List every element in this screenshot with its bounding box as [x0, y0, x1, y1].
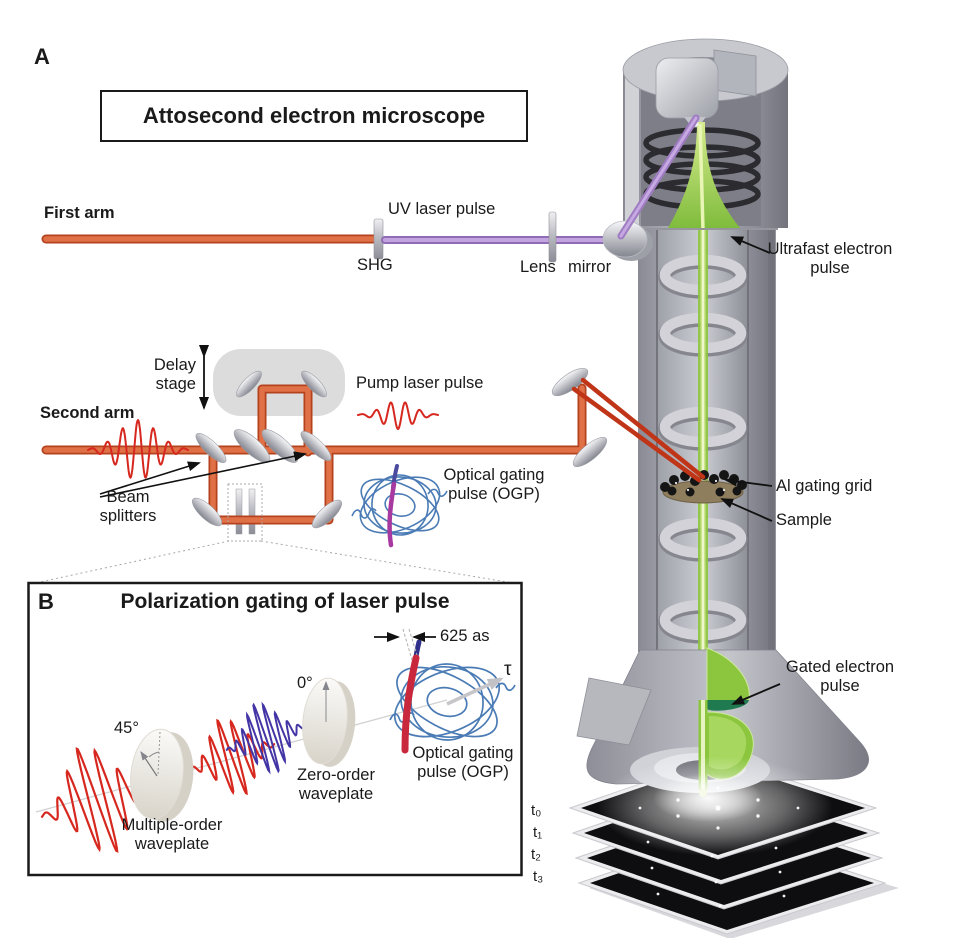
- diffraction-spots: [638, 786, 800, 908]
- lens-label: Lens: [520, 258, 556, 276]
- second-arm-pulse: [87, 419, 189, 479]
- panel-b-border: [27, 581, 523, 877]
- time-label-t0: t₀: [531, 802, 542, 819]
- panel-b-label: B: [38, 589, 54, 614]
- time-label-t2: t₂: [531, 846, 541, 863]
- tau-axis-arrow: [446, 677, 504, 706]
- gated-electron-pulse-label: Gated electron pulse: [785, 658, 895, 696]
- pump-routing: [551, 367, 706, 483]
- housing-notch: [713, 49, 757, 97]
- gate-line-a: [387, 481, 397, 548]
- time-label-t3: t₃: [533, 868, 544, 885]
- split-pulse-blue: [225, 701, 307, 775]
- uv-laser-pulse-label: UV laser pulse: [388, 200, 496, 218]
- laser-pulses-a: [87, 401, 439, 479]
- multiple-order-waveplate-disc: [130, 728, 194, 822]
- second-arm-optics: [30, 345, 592, 585]
- ogp-label-a: Optical gating pulse (OGP): [443, 466, 545, 504]
- angle-0-label: 0°: [297, 674, 313, 692]
- gate-width-label: 625 as: [440, 627, 490, 645]
- delay-stage-block: [213, 349, 345, 416]
- first-arm-optics: [41, 114, 700, 263]
- beam-splitter-optics: [192, 370, 342, 529]
- callout-arrows: [720, 236, 781, 705]
- panel-b-title: Polarization gating of laser pulse: [120, 590, 450, 613]
- time-label-t1: t₁: [533, 824, 543, 841]
- second-arm-label: Second arm: [40, 404, 135, 422]
- pump-mirror: [572, 437, 608, 467]
- detector-glow: [597, 756, 833, 908]
- electron-emission-cone: [668, 122, 740, 228]
- zero-order-waveplate-disc: [302, 677, 356, 767]
- ogp-label-b: Optical gating pulse (OGP): [412, 744, 514, 782]
- electron-gun: [655, 57, 719, 119]
- al-gating-grid-label: Al gating grid: [776, 477, 873, 495]
- ultrafast-electron-pulse-label: Ultrafast electron pulse: [767, 240, 893, 278]
- angle-45-label: 45°: [114, 719, 139, 737]
- lens-element: [548, 211, 557, 263]
- delay-stage-label: Delay stage: [153, 356, 196, 394]
- zoom-box: [227, 483, 263, 542]
- sample-label: Sample: [776, 511, 832, 529]
- shg-label: SHG: [357, 256, 393, 274]
- panel-a-title: Attosecond electron microscope: [100, 90, 528, 142]
- multiple-order-waveplate-label: Multiple-order waveplate: [121, 816, 223, 854]
- gate-line-b: [401, 654, 420, 754]
- mirror-label: mirror: [568, 258, 612, 276]
- beam-splitters-label: Beam splitters: [99, 488, 157, 526]
- first-arm-label: First arm: [44, 204, 115, 222]
- panel-b-artwork: [27, 581, 523, 877]
- pump-laser-pulse-label: Pump laser pulse: [356, 374, 484, 392]
- pump-pulse: [357, 401, 439, 430]
- panel-a-label: A: [34, 44, 50, 69]
- zero-order-waveplate-label: Zero-order waveplate: [297, 766, 375, 804]
- microscope-column: [622, 38, 789, 788]
- tau-label: τ: [504, 659, 512, 680]
